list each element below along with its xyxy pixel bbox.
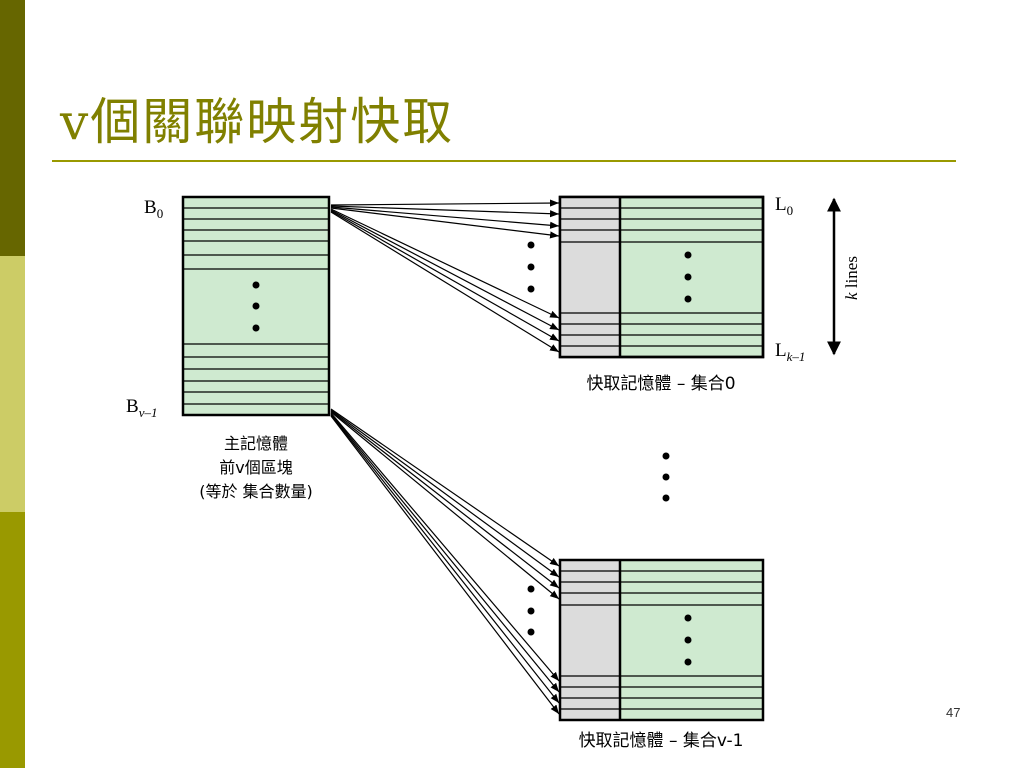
arrow-fan-ellipsis bbox=[527, 241, 535, 636]
main-memory-caption: 主記憶體 前v個區塊 (等於 集合數量) bbox=[199, 434, 313, 501]
cache-set-last-caption: 快取記憶體 – 集合v-1 bbox=[579, 731, 744, 751]
cache-set-last-lines bbox=[560, 570, 763, 710]
cache-set-last-ellipsis bbox=[684, 614, 692, 666]
k-lines-indicator: k lines bbox=[827, 197, 861, 356]
page-number: 47 bbox=[946, 705, 961, 720]
arrows-to-set-first bbox=[330, 199, 560, 353]
sidebar-band-middle bbox=[0, 256, 25, 512]
k-lines-label: k lines bbox=[842, 256, 861, 300]
block-label-first: B0 bbox=[144, 197, 163, 221]
title-divider bbox=[52, 160, 956, 162]
caption-line-3: (等於 集合數量) bbox=[199, 482, 313, 501]
arrows-to-set-last bbox=[330, 408, 560, 715]
main-memory-ellipsis bbox=[252, 281, 260, 332]
block-label-last: Bv–1 bbox=[126, 396, 157, 420]
cache-set-first: L0 Lk–1 快取記憶體 – 集合0 bbox=[558, 194, 805, 394]
sets-ellipsis bbox=[662, 452, 670, 502]
line-label-first: L0 bbox=[775, 194, 793, 218]
line-label-last: Lk–1 bbox=[775, 340, 805, 364]
cache-set-first-tag-column bbox=[560, 197, 620, 357]
sidebar-band-top bbox=[0, 0, 25, 256]
caption-line-1: 主記憶體 bbox=[224, 434, 288, 453]
main-memory: B0 Bv–1 主記憶體 前v個區塊 (等於 集合數量) bbox=[126, 195, 331, 501]
main-memory-block-lines bbox=[183, 207, 329, 405]
caption-line-2: 前v個區塊 bbox=[219, 458, 292, 477]
sidebar-band-bottom bbox=[0, 512, 25, 768]
cache-set-last: 快取記憶體 – 集合v-1 bbox=[558, 558, 765, 751]
cache-set-first-lines bbox=[560, 207, 763, 347]
slide-title: v個關聯映射快取 bbox=[60, 93, 455, 151]
cache-set-first-caption: 快取記憶體 – 集合0 bbox=[586, 374, 735, 394]
cache-set-first-ellipsis bbox=[684, 251, 692, 303]
cache-set-last-tag-column bbox=[560, 560, 620, 720]
